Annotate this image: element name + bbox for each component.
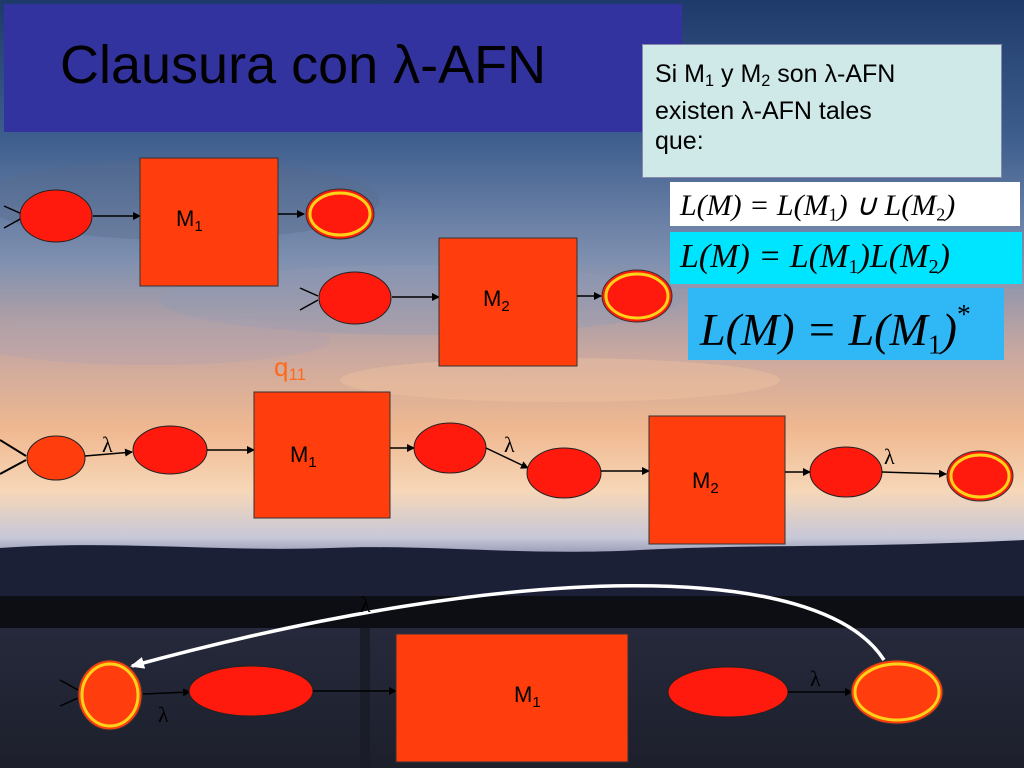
machine-m1-box (253, 391, 391, 519)
start-arrow (3, 205, 23, 215)
start-arrow (299, 287, 319, 297)
machine-label-m2: M2 (483, 286, 510, 315)
machine-label-m1: M1 (176, 206, 203, 235)
formula-union: L(M) = L(M1) ∪ L(M2) (670, 182, 1020, 226)
state-label-q11: q11 (274, 352, 307, 385)
state (526, 447, 602, 499)
state (413, 422, 487, 474)
machine-label-m2: M2 (692, 468, 719, 497)
info-box: Si M1 y M2 son λ-AFN existen λ-AFN tales… (642, 44, 1002, 178)
info-line-2: existen λ-AFN tales (655, 97, 872, 126)
lambda-label: λ (884, 444, 895, 469)
formula-kleene-star: L(M) = L(M1)* (688, 288, 1004, 360)
lambda-label: λ (810, 666, 821, 691)
lambda-transition (485, 447, 529, 469)
accept-ring (308, 191, 372, 237)
state (132, 425, 208, 475)
machine-label-m1: M1 (290, 442, 317, 471)
start-arrow (59, 697, 79, 707)
accept-ring (949, 453, 1011, 499)
start-accept-state (77, 659, 143, 731)
lambda-transition (84, 448, 133, 457)
lambda-label: λ (360, 592, 371, 617)
lambda-loop-arrow (130, 584, 886, 669)
star-group (59, 584, 944, 763)
state (809, 446, 883, 498)
accept-state (850, 659, 944, 725)
accept-state (946, 450, 1014, 502)
accept-ring (853, 662, 941, 722)
start-arrow (0, 439, 27, 457)
machine-label-m1: M1 (514, 682, 541, 711)
accept-ring (80, 662, 140, 728)
start-arrow (59, 679, 79, 691)
formula-concatenation: L(M) = L(M1)L(M2) (670, 232, 1022, 284)
union-m2-group (299, 237, 673, 367)
start-state (26, 435, 86, 481)
lambda-label: λ (504, 432, 515, 457)
lambda-transition (881, 469, 947, 478)
machine-m2-box (648, 415, 786, 545)
state (318, 271, 392, 325)
concat-group (0, 391, 1014, 545)
state (19, 189, 93, 243)
start-arrow (0, 459, 27, 475)
machine-m1-box (395, 633, 629, 763)
title-bar (4, 4, 682, 132)
start-arrow (3, 217, 23, 229)
lambda-label: λ (158, 702, 169, 727)
union-m1-group (3, 157, 375, 287)
info-line-1: Si M1 y M2 son λ-AFN (655, 60, 896, 91)
accept-state (305, 188, 375, 240)
lambda-label: λ (102, 432, 113, 457)
slide-title: Clausura con λ-AFN (60, 35, 547, 95)
machine-m2-box (438, 237, 578, 367)
machine-m1-box (139, 157, 279, 287)
state (188, 665, 314, 717)
accept-ring (604, 272, 670, 320)
state (667, 666, 789, 718)
info-line-3: que: (655, 127, 704, 156)
accept-state (601, 269, 673, 323)
start-arrow (299, 299, 319, 311)
lambda-transition (142, 688, 191, 697)
